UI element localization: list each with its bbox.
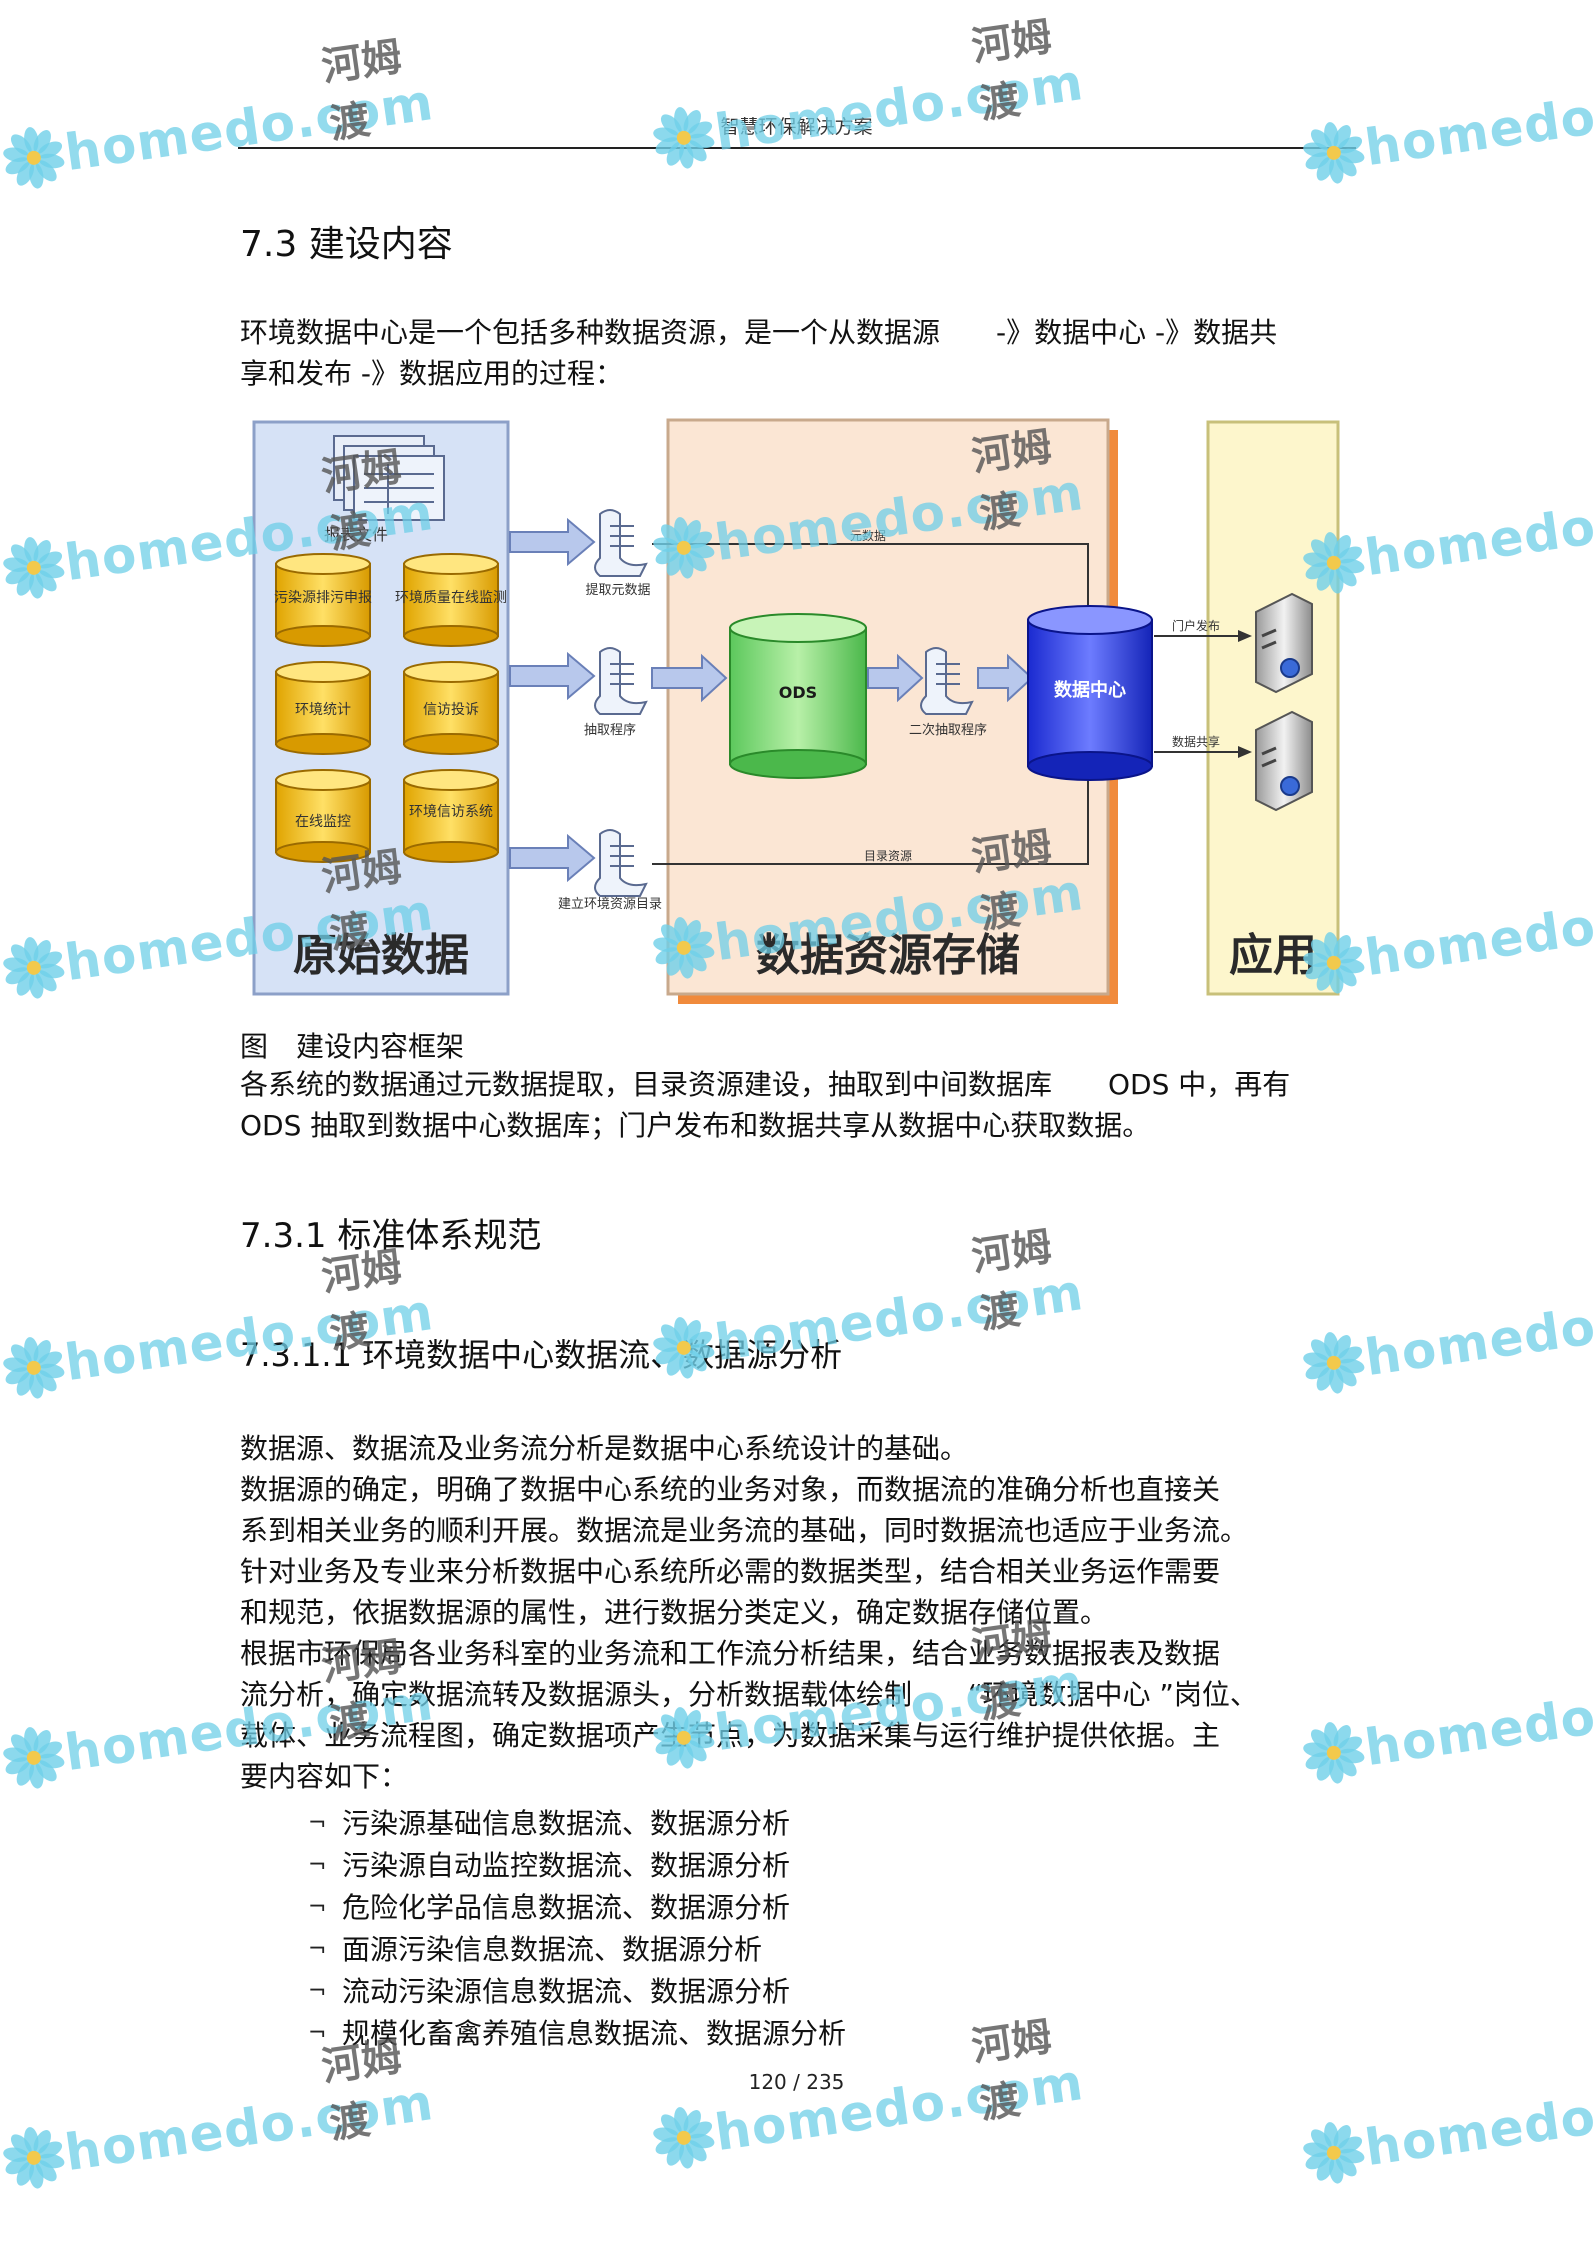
- scroll-icon: [920, 647, 974, 715]
- section-title: 7.3 建设内容: [240, 224, 453, 265]
- catalog-flow-line: [652, 770, 1089, 865]
- ods-database: [729, 613, 867, 779]
- db-cylinder: [403, 661, 499, 755]
- list-item-text: 污染源自动监控数据流、数据源分析: [342, 1849, 791, 1882]
- metadata-flow-label: 元数据: [850, 528, 886, 543]
- bullet-mark-icon: ¬: [308, 1979, 327, 2004]
- list-item-text: 危险化学品信息数据流、数据源分析: [342, 1891, 791, 1924]
- description-paragraph: 各系统的数据通过元数据提取，目录资源建设，抽取到中间数据库 ODS 中，再有 O…: [240, 1064, 1360, 1146]
- list-item-text: 规模化畜禽养殖信息数据流、数据源分析: [342, 2017, 847, 2050]
- desc-line: 各系统的数据通过元数据提取，目录资源建设，抽取到中间数据库 ODS 中，再有: [240, 1068, 1291, 1101]
- source-panel-title: 原始数据: [293, 930, 469, 981]
- list-item-text: 流动污染源信息数据流、数据源分析: [342, 1975, 791, 2008]
- share-flow-arrowhead: [1238, 746, 1252, 758]
- list-item: ¬ 危险化学品信息数据流、数据源分析: [308, 1887, 846, 1929]
- build-catalog-label: 建立环境资源目录: [558, 897, 662, 912]
- figure-caption: 图 建设内容框架: [240, 1030, 465, 1063]
- portal-flow-arrowhead: [1238, 630, 1252, 642]
- storage-panel-title: 数据资源存储: [756, 930, 1020, 981]
- arrow-to-build-catalog: [509, 833, 596, 883]
- list-item: ¬ 规模化畜禽养殖信息数据流、数据源分析: [308, 2013, 846, 2055]
- db-cylinder: [275, 769, 371, 863]
- body-line: 针对业务及专业来分析数据中心系统所必需的数据类型，结合相关业务运作需要: [240, 1555, 1221, 1588]
- arrow-to-ods: [651, 653, 728, 703]
- arrow-to-extract-meta: [509, 517, 596, 567]
- extract-meta-label: 提取元数据: [585, 582, 650, 598]
- bullet-mark-icon: ¬: [308, 1937, 327, 1962]
- db-label: 污染源排污申报: [274, 590, 372, 606]
- share-flow-label: 数据共享: [1172, 734, 1220, 749]
- db-label: 环境统计: [295, 702, 351, 718]
- list-item: ¬ 污染源基础信息数据流、数据源分析: [308, 1803, 846, 1845]
- body-line: 要内容如下：: [240, 1760, 409, 1793]
- db-label: 环境信访系统: [409, 804, 493, 820]
- header-rule: [238, 147, 1356, 149]
- bullet-list: ¬ 污染源基础信息数据流、数据源分析 ¬ 污染源自动监控数据流、数据源分析 ¬ 危险化…: [308, 1803, 846, 2055]
- body-line: 数据源的确定，明确了数据中心系统的业务对象，而数据流的准确分析也直接关: [240, 1473, 1221, 1506]
- catalog-flow-label: 目录资源: [864, 849, 912, 863]
- subsection-title: 7.3.1 标准体系规范: [240, 1216, 542, 1256]
- db-label: 环境质量在线监测: [395, 590, 507, 606]
- server-icon: [1255, 592, 1313, 694]
- scroll-icon: [594, 509, 648, 577]
- db-cylinder: [275, 553, 371, 647]
- body-line: 流分析，确定数据流转及数据源头，分析数据载体绘制 “环境数据中心 ”岗位、: [240, 1678, 1258, 1711]
- arrow-ods-to-second-extract: [867, 653, 924, 703]
- running-header: 智慧环保解决方案: [720, 116, 873, 138]
- intro-line: 享和发布 -》数据应用的过程：: [240, 357, 624, 390]
- intro-paragraph: 环境数据中心是一个包括多种数据资源，是一个从数据源 -》数据中心 -》数据共 享…: [240, 312, 1360, 394]
- page-number: 120 / 235: [748, 2070, 845, 2094]
- bullet-mark-icon: ¬: [308, 1895, 327, 1920]
- db-label: 信访投诉: [423, 702, 479, 718]
- app-panel: [1206, 420, 1340, 996]
- server-icon: [1255, 710, 1313, 812]
- datacenter-database: [1027, 605, 1153, 781]
- intro-line: 环境数据中心是一个包括多种数据资源，是一个从数据源 -》数据中心 -》数据共: [240, 316, 1278, 349]
- arrow-to-datacenter: [977, 653, 1034, 703]
- db-cylinder: [403, 553, 499, 647]
- second-extract-label: 二次抽取程序: [909, 722, 987, 738]
- body-line: 数据源、数据流及业务流分析是数据中心系统设计的基础。: [240, 1432, 969, 1465]
- metadata-flow-line: [652, 543, 1089, 612]
- bullet-mark-icon: ¬: [308, 2021, 327, 2046]
- body-line: 载体、业务流程图，确定数据项产生节点，为数据采集与运行维护提供依据。主: [240, 1719, 1221, 1752]
- body-line: 和规范，依据数据源的属性，进行数据分类定义，确定数据存储位置。: [240, 1596, 1109, 1629]
- db-label: 在线监控: [295, 814, 351, 830]
- portal-flow-label: 门户发布: [1172, 618, 1220, 633]
- subsubsection-title: 7.3.1.1 环境数据中心数据流、数据源分析: [240, 1336, 843, 1374]
- ods-label: ODS: [779, 683, 817, 702]
- body-line: 系到相关业务的顺利开展。数据流是业务流的基础，同时数据流也适应于业务流。: [240, 1514, 1249, 1547]
- extract-program-label: 抽取程序: [584, 723, 636, 738]
- list-item: ¬ 污染源自动监控数据流、数据源分析: [308, 1845, 846, 1887]
- scroll-icon: [594, 829, 648, 897]
- list-item: ¬ 流动污染源信息数据流、数据源分析: [308, 1971, 846, 2013]
- scroll-icon: [594, 647, 648, 715]
- body-paragraph: 数据源、数据流及业务流分析是数据中心系统设计的基础。 数据源的确定，明确了数据中…: [240, 1428, 1360, 1797]
- app-panel-title: 应用: [1229, 930, 1317, 981]
- list-item: ¬ 面源污染信息数据流、数据源分析: [308, 1929, 846, 1971]
- bullet-mark-icon: ¬: [308, 1853, 327, 1878]
- arrow-to-extract-program: [509, 651, 596, 701]
- report-files-icon: [333, 435, 445, 521]
- db-cylinder: [275, 661, 371, 755]
- datacenter-label: 数据中心: [1054, 679, 1126, 701]
- list-item-text: 污染源基础信息数据流、数据源分析: [342, 1807, 791, 1840]
- desc-line: ODS 抽取到数据中心数据库；门户发布和数据共享从数据中心获取数据。: [240, 1109, 1151, 1142]
- bullet-mark-icon: ¬: [308, 1811, 327, 1836]
- body-line: 根据市环保局各业务科室的业务流和工作流分析结果，结合业务数据报表及数据: [240, 1637, 1221, 1670]
- list-item-text: 面源污染信息数据流、数据源分析: [342, 1933, 763, 1966]
- report-files-label: 报表文件: [324, 525, 388, 544]
- db-cylinder: [403, 769, 499, 863]
- architecture-diagram: 报表文件 污染源排污申报 环境质量在线监测 环境统计 信访投诉 在线监控 环境信…: [252, 418, 1340, 1004]
